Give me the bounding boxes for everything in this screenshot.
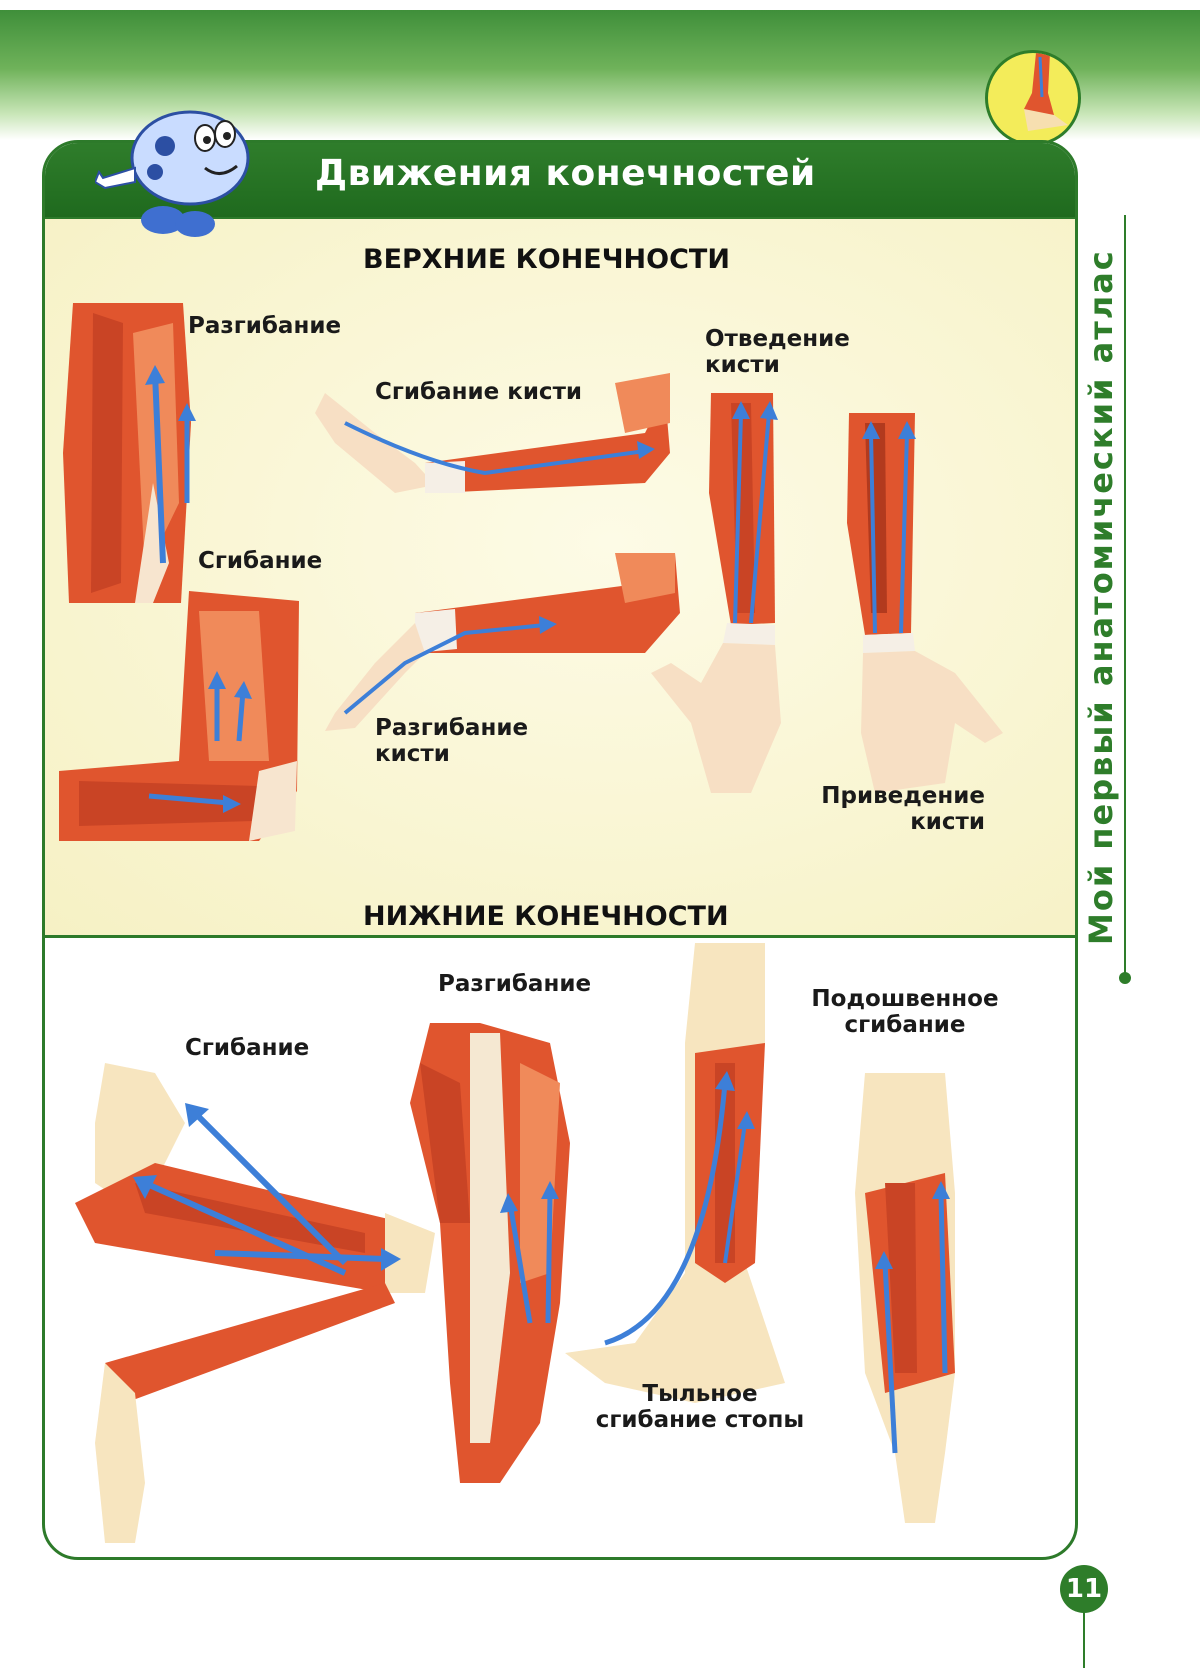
wrist-extension-figure bbox=[325, 553, 680, 731]
section-divider bbox=[45, 935, 1075, 938]
page-number: 11 bbox=[1060, 1565, 1108, 1613]
side-rule-dot bbox=[1119, 972, 1131, 984]
page-number-line bbox=[1083, 1612, 1085, 1668]
leg-extension-figure bbox=[410, 1023, 570, 1483]
label-dorsal-flexion: Тыльное сгибание стопы bbox=[595, 1381, 805, 1433]
mascot-character bbox=[95, 110, 250, 237]
upper-limbs-heading: ВЕРХНИЕ КОНЕЧНОСТИ bbox=[363, 244, 730, 275]
label-flexion-lower: Сгибание bbox=[185, 1035, 310, 1061]
content-frame: Движения конечностей ВЕРХНИЕ КОНЕЧНОСТИ … bbox=[42, 140, 1078, 1560]
label-flexion-upper: Сгибание bbox=[198, 548, 323, 574]
wrist-flexion-figure bbox=[315, 373, 670, 493]
leg-flexion-figure bbox=[75, 1063, 435, 1543]
label-plantar-flexion: Подошвенное сгибание bbox=[811, 986, 999, 1038]
foot-plantar-flexion-figure bbox=[855, 1073, 955, 1523]
lower-limbs-heading: НИЖНИЕ КОНЕЧНОСТИ bbox=[363, 901, 729, 932]
label-abduction: Отведение кисти bbox=[705, 326, 850, 378]
upper-arm-extension-figure bbox=[63, 303, 196, 603]
label-wrist-flexion: Сгибание кисти bbox=[375, 379, 583, 405]
wrist-abduction-figure bbox=[651, 393, 781, 793]
label-extension-lower: Разгибание bbox=[438, 971, 592, 997]
label-wrist-extension: Разгибание кисти bbox=[375, 715, 529, 767]
foot-dorsal-flexion-figure bbox=[565, 943, 785, 1403]
page-title: Движения конечностей bbox=[315, 153, 816, 194]
side-rule bbox=[1124, 215, 1126, 975]
arm-flexion-figure bbox=[59, 591, 299, 841]
side-caption: Мой первый анатомический атлас bbox=[1082, 249, 1120, 945]
foot-thumbnail-icon bbox=[985, 50, 1081, 146]
wrist-adduction-figure bbox=[847, 413, 1003, 793]
label-adduction: Приведение кисти bbox=[821, 783, 985, 835]
label-extension-upper: Разгибание bbox=[188, 313, 342, 339]
